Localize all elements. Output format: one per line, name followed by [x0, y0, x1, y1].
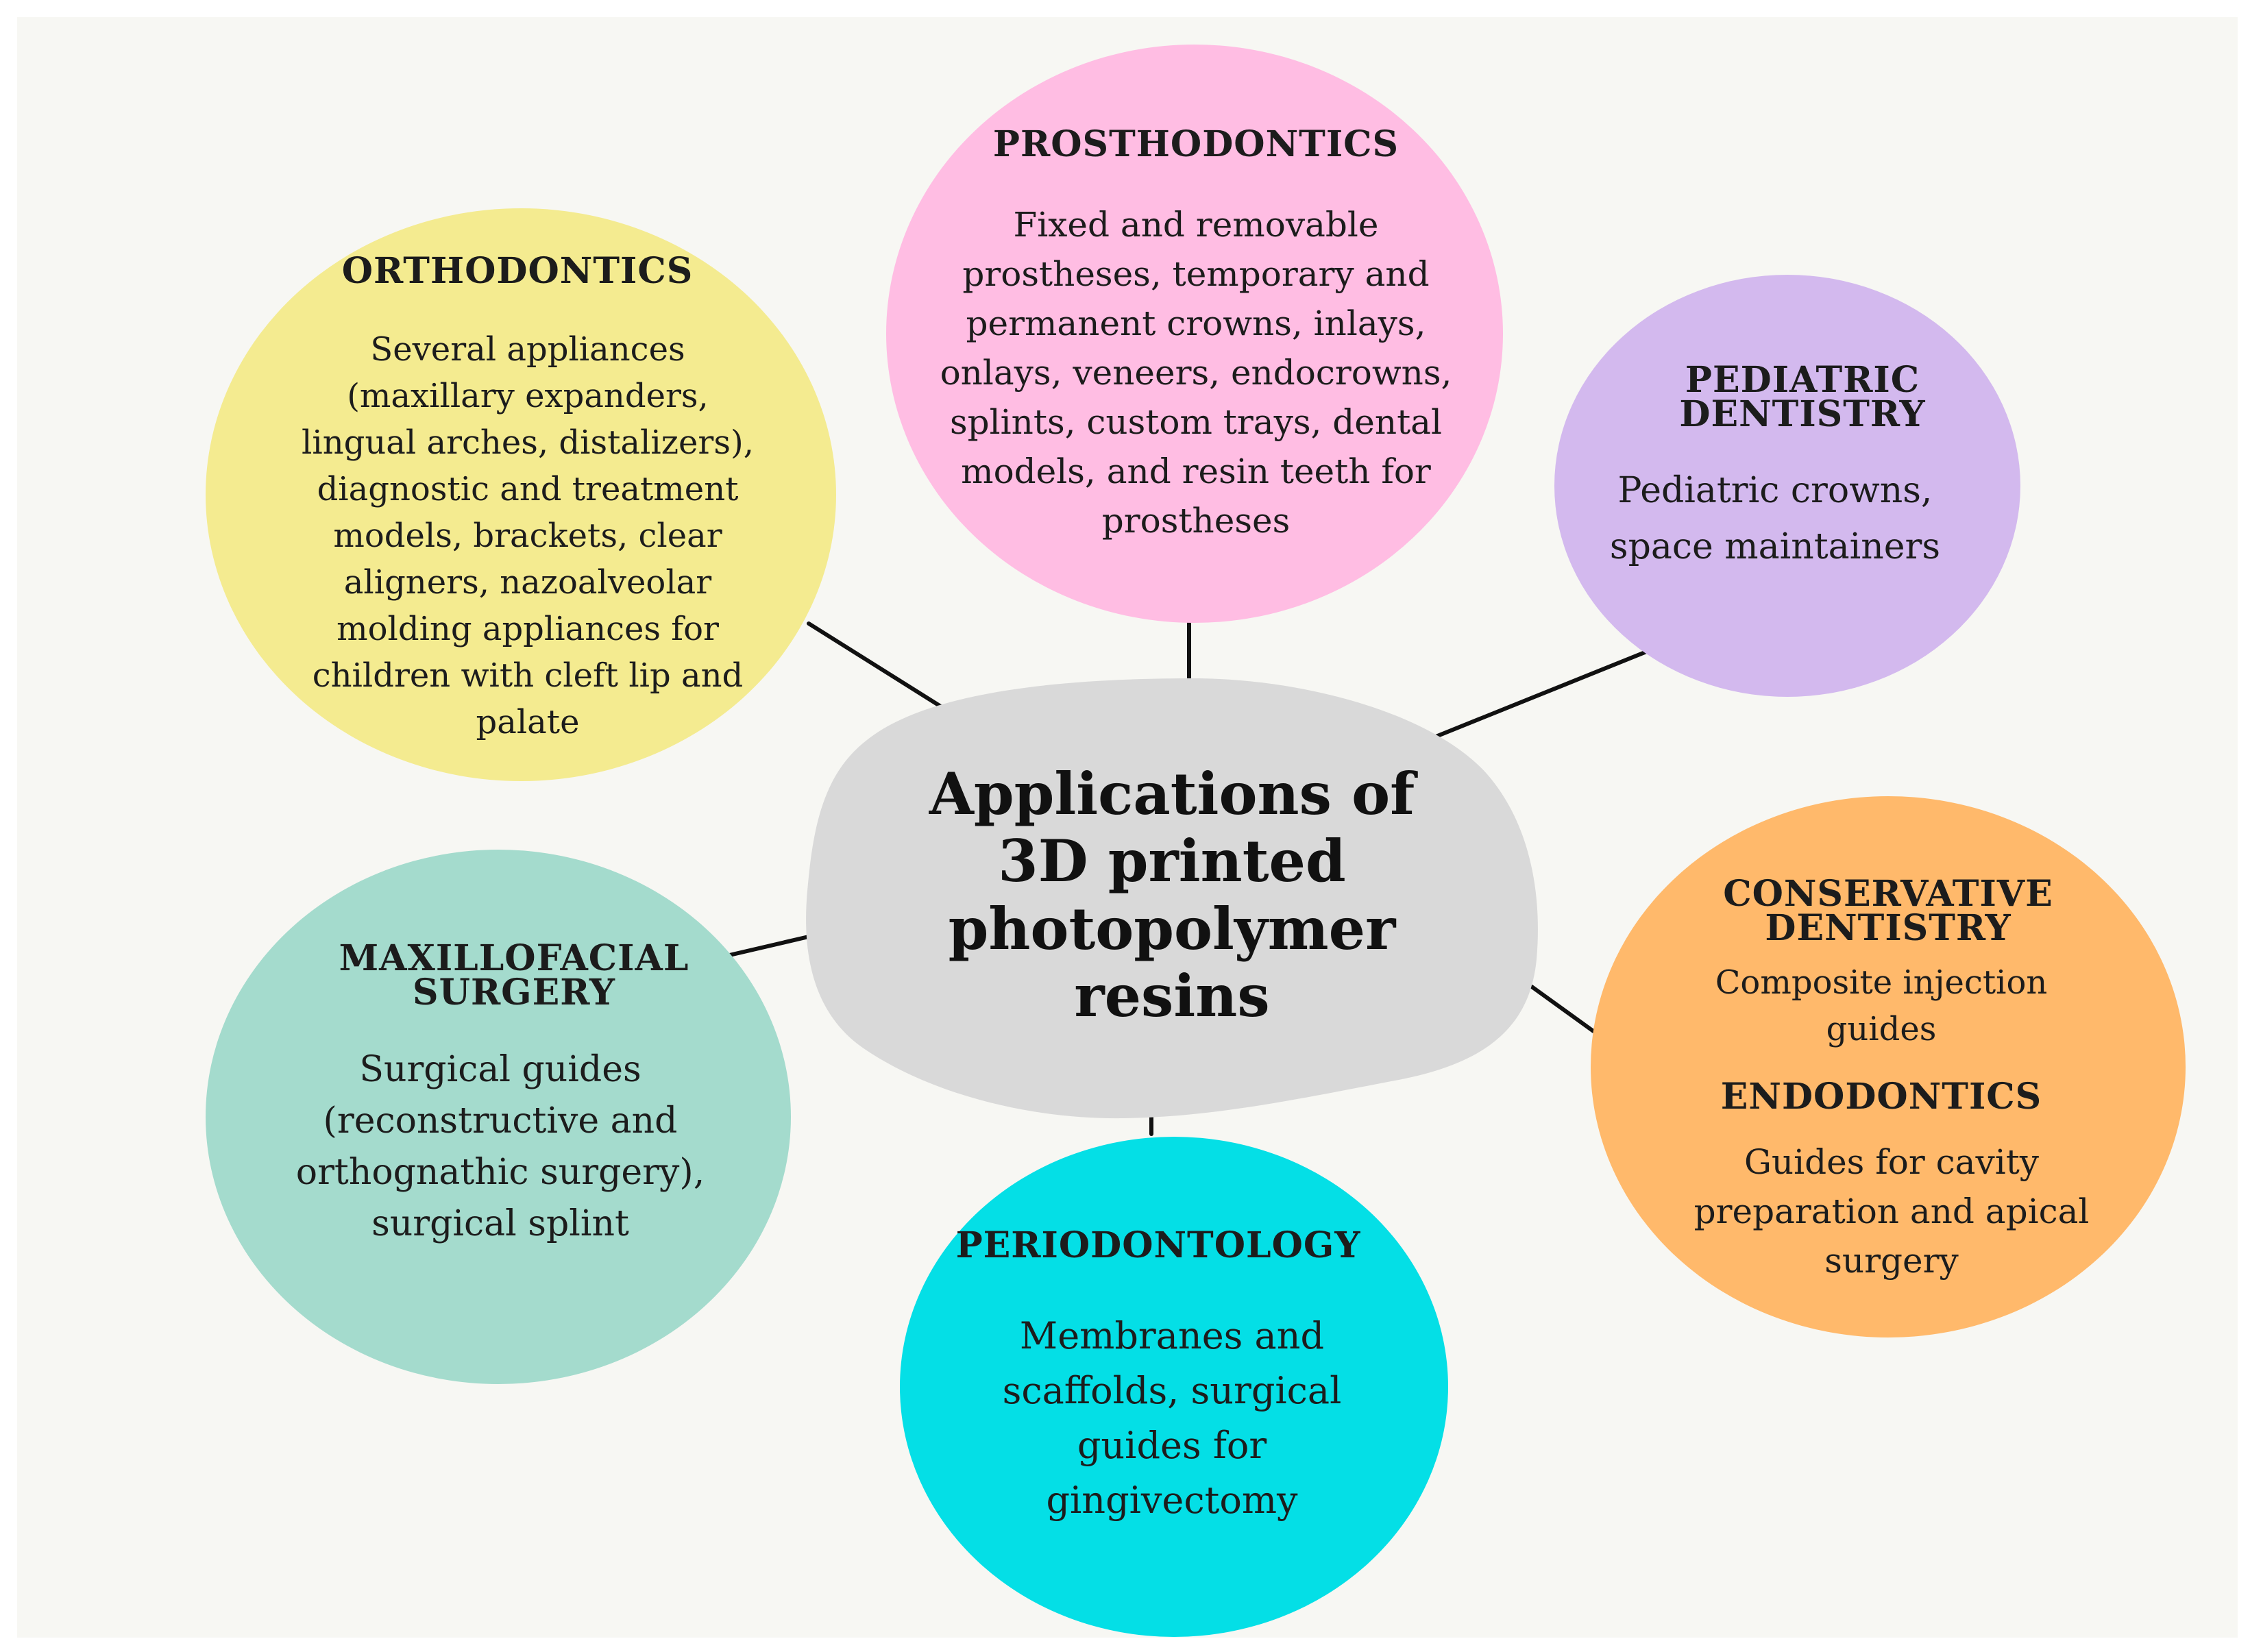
- connector-orthodontics: [807, 621, 958, 718]
- connectors: [724, 618, 1650, 1136]
- orthodontics-body-block: Several appliances (maxillary expanders,…: [254, 326, 802, 745]
- maxillofacial-body: Surgical guides (reconstructive and orth…: [295, 1049, 705, 1244]
- hub-label: Applications of 3D printed photopolymer …: [850, 760, 1494, 1030]
- prosthodontics-heading: PROSTHODONTICS: [992, 123, 1399, 165]
- periodontology-body: Membranes and scaffolds, surgical guides…: [1002, 1314, 1342, 1522]
- endodontics-heading-block: ENDODONTICS: [1641, 1079, 2121, 1115]
- conservative-node-shape: [1591, 796, 2186, 1337]
- periodontology-body-block: Membranes and scaffolds, surgical guides…: [946, 1309, 1398, 1528]
- maxillofacial-node: MAXILLOFACIAL SURGERY: [274, 937, 754, 1013]
- periodontology-node: PERIODONTOLOGY: [918, 1228, 1398, 1263]
- endodontics-heading: ENDODONTICS: [1720, 1076, 2042, 1118]
- maxillofacial-body-block: Surgical guides (reconstructive and orth…: [247, 1044, 754, 1250]
- prosthodontics-node-shape: [886, 45, 1503, 623]
- orthodontics-heading: ORTHODONTICS: [341, 250, 694, 292]
- conservative-body-block: Composite injection guides: [1641, 959, 2121, 1052]
- orthodontics-node: ORTHODONTICS: [243, 254, 792, 289]
- pediatric-node-shape: [1554, 275, 2020, 697]
- maxillofacial-node-shape: [206, 850, 791, 1384]
- conservative-heading: CONSERVATIVE DENTISTRY: [1723, 873, 2053, 949]
- pediatric-node: PEDIATRIC DENTISTRY: [1604, 359, 2001, 435]
- prosthodontics-body-block: Fixed and removable prostheses, temporar…: [912, 200, 1480, 545]
- orthodontics-body: Several appliances (maxillary expanders,…: [302, 330, 754, 741]
- hub-shape: [806, 678, 1538, 1119]
- endodontics-body-block: Guides for cavity preparation and apical…: [1652, 1137, 2131, 1285]
- hub-title: Applications of 3D printed photopolymer …: [929, 760, 1415, 1030]
- connector-maxillofacial: [724, 935, 811, 958]
- periodontology-heading: PERIODONTOLOGY: [955, 1224, 1361, 1266]
- conservative-body: Composite injection guides: [1715, 963, 2048, 1048]
- periodontology-node-shape: [900, 1137, 1448, 1637]
- connector-conservative: [1530, 985, 1595, 1033]
- prosthodontics-body: Fixed and removable prostheses, temporar…: [940, 205, 1452, 541]
- prosthodontics-node: PROSTHODONTICS: [912, 127, 1480, 162]
- pediatric-body-block: Pediatric crowns, space maintainers: [1569, 463, 1981, 575]
- pediatric-body: Pediatric crowns, space maintainers: [1609, 470, 1941, 567]
- pediatric-heading: PEDIATRIC DENTISTRY: [1679, 359, 1926, 435]
- orthodontics-node-shape: [206, 208, 836, 781]
- conservative-node: CONSERVATIVE DENTISTRY: [1641, 873, 2135, 949]
- maxillofacial-heading: MAXILLOFACIAL SURGERY: [339, 937, 689, 1013]
- endodontics-body: Guides for cavity preparation and apical…: [1693, 1142, 2090, 1281]
- connector-pediatric: [1434, 649, 1650, 739]
